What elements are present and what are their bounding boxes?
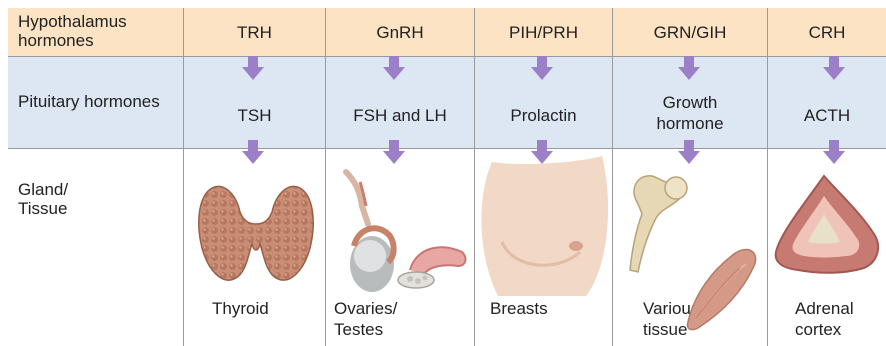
thyroid-illustration-icon — [192, 172, 320, 290]
column-divider — [767, 8, 768, 346]
pituitary-hormone: Growth hormone — [613, 80, 767, 146]
row-label-gland: Gland/ Tissue — [18, 180, 98, 218]
down-arrow-icon — [678, 56, 700, 80]
bone-muscle-illustration-icon — [616, 168, 766, 338]
column-divider — [183, 8, 184, 346]
down-arrow-icon — [383, 140, 405, 164]
row-divider — [8, 56, 886, 57]
target-tissue-label: Thyroid — [212, 298, 322, 346]
hypothalamus-hormone: PIH/PRH — [475, 8, 612, 56]
gonads-illustration-icon — [330, 166, 472, 296]
column-divider — [325, 8, 326, 346]
row-label-pituitary: Pituitary hormones — [18, 92, 178, 111]
row-divider — [8, 148, 886, 149]
down-arrow-icon — [823, 140, 845, 164]
down-arrow-icon — [823, 56, 845, 80]
adrenal-illustration-icon — [770, 172, 884, 284]
down-arrow-icon — [242, 56, 264, 80]
down-arrow-icon — [531, 56, 553, 80]
breast-illustration-icon — [476, 150, 612, 296]
hypothalamus-hormone: TRH — [184, 8, 325, 56]
pituitary-hormone: TSH — [184, 84, 325, 146]
pituitary-hormone: Prolactin — [475, 84, 612, 146]
hypothalamus-hormone: GnRH — [326, 8, 474, 56]
down-arrow-icon — [242, 140, 264, 164]
pituitary-hormone: ACTH — [768, 84, 886, 146]
hypothalamus-hormone: GRN/GIH — [613, 8, 767, 56]
target-tissue-label: Ovaries/ Testes — [334, 298, 444, 346]
hypothalamus-hormone: CRH — [768, 8, 886, 56]
down-arrow-icon — [678, 140, 700, 164]
column-divider — [474, 8, 475, 346]
down-arrow-icon — [383, 56, 405, 80]
target-tissue-label: Breasts — [490, 298, 600, 346]
column-divider — [612, 8, 613, 346]
pituitary-hormone: FSH and LH — [326, 84, 474, 146]
row-label-hypothalamus: Hypothalamus hormones — [18, 12, 178, 50]
target-tissue-label: Adrenal cortex — [795, 298, 875, 346]
